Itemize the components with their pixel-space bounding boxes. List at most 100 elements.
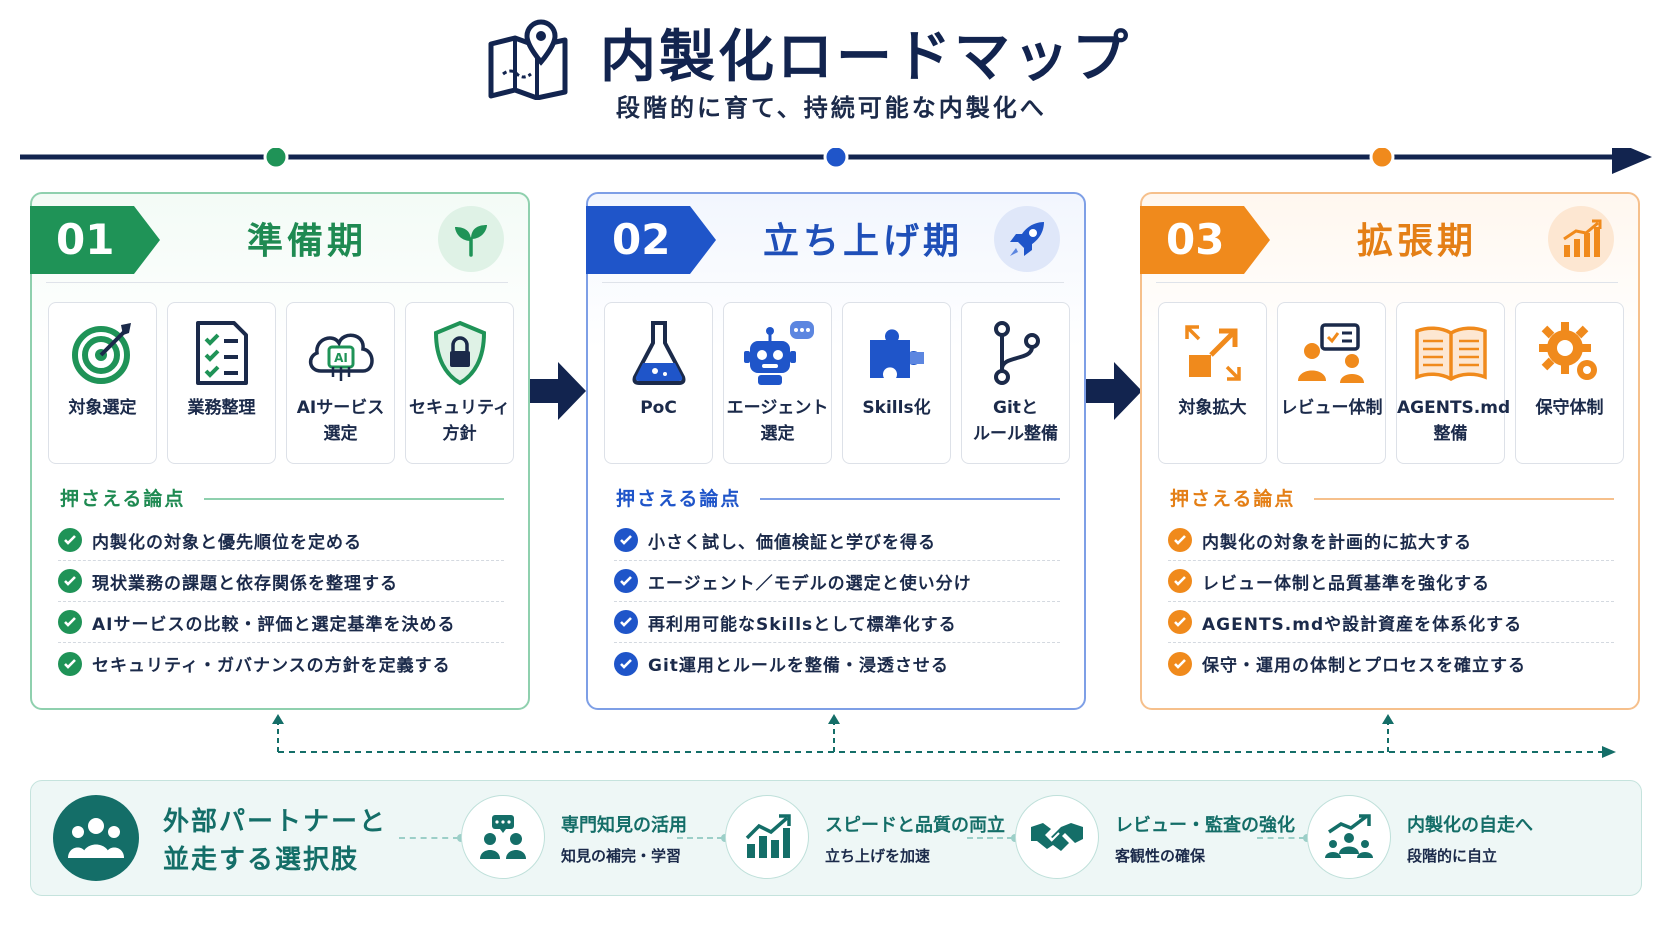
list-item: AIサービスの比較・評価と選定基準を決める bbox=[58, 602, 504, 643]
tile-ai-service-selection: AI AIサービス 選定 bbox=[286, 302, 395, 464]
benefit-title: スピードと品質の両立 bbox=[825, 815, 1005, 836]
ai-cloud-icon: AI bbox=[287, 317, 394, 389]
divider bbox=[1156, 282, 1618, 283]
point-text: エージェント／モデルの選定と使い分け bbox=[648, 573, 972, 594]
tile-review-structure: レビュー体制 bbox=[1277, 302, 1386, 464]
tile-label: 保守体制 bbox=[1535, 398, 1604, 418]
points-heading: 押さえる論点 bbox=[60, 488, 186, 510]
tile-label: セキュリティ 方針 bbox=[409, 398, 510, 444]
list-item: エージェント／モデルの選定と使い分け bbox=[614, 561, 1060, 602]
point-text: 現状業務の課題と依存関係を整理する bbox=[92, 573, 398, 594]
tile-target-expansion: 対象拡大 bbox=[1158, 302, 1267, 464]
open-book-icon bbox=[1397, 317, 1504, 389]
tile-label: 対象選定 bbox=[68, 398, 137, 418]
timeline-dot-phase1 bbox=[263, 148, 289, 170]
benefit-title: レビュー・監査の強化 bbox=[1115, 815, 1295, 836]
points-divider bbox=[760, 498, 1060, 500]
partner-title: 外部パートナーと 並走する選択肢 bbox=[163, 803, 387, 879]
points-list: 内製化の対象を計画的に拡大する レビュー体制と品質基準を強化する AGENTS.… bbox=[1168, 520, 1614, 684]
sprout-icon bbox=[438, 206, 504, 272]
points-divider bbox=[204, 498, 504, 500]
timeline-dot-phase2 bbox=[823, 148, 849, 170]
check-icon bbox=[614, 651, 638, 676]
flask-icon bbox=[605, 317, 712, 389]
checklist-icon bbox=[168, 317, 275, 389]
list-item: 保守・運用の体制とプロセスを確立する bbox=[1168, 643, 1614, 684]
phase-number-badge: 02 bbox=[586, 206, 716, 274]
tile-label: エージェント 選定 bbox=[726, 398, 829, 444]
tile-business-organizing: 業務整理 bbox=[167, 302, 276, 464]
handshake-icon bbox=[1015, 795, 1099, 879]
arrow-right-icon bbox=[1086, 362, 1142, 420]
point-text: レビュー体制と品質基準を強化する bbox=[1202, 573, 1490, 594]
partner-connector bbox=[272, 714, 1616, 758]
phase-card-2: 02 立ち上げ期 PoC bbox=[586, 192, 1086, 710]
dashed-connector bbox=[967, 834, 1019, 842]
robot-icon bbox=[724, 317, 831, 389]
benefit-title: 専門知見の活用 bbox=[561, 815, 687, 836]
points-heading: 押さえる論点 bbox=[616, 488, 742, 510]
tile-label: レビュー体制 bbox=[1280, 398, 1383, 418]
partner-title-line2: 並走する選択肢 bbox=[163, 845, 360, 875]
check-icon bbox=[614, 610, 638, 634]
divider bbox=[602, 282, 1064, 283]
check-icon bbox=[58, 610, 82, 634]
tile-maintenance: 保守体制 bbox=[1515, 302, 1624, 464]
point-text: 内製化の対象と優先順位を定める bbox=[92, 532, 362, 553]
tile-poc: PoC bbox=[604, 302, 713, 464]
check-icon bbox=[1168, 569, 1192, 593]
check-icon bbox=[58, 569, 82, 593]
point-text: 再利用可能なSkillsとして標準化する bbox=[648, 614, 957, 635]
check-icon bbox=[1168, 651, 1192, 676]
phase-number-badge: 03 bbox=[1140, 206, 1270, 274]
tile-label: AGENTS.md 整備 bbox=[1397, 398, 1511, 444]
tile-target-selection: 対象選定 bbox=[48, 302, 157, 464]
timeline-dot-phase3 bbox=[1369, 148, 1395, 170]
phase-card-1: 01 準備期 対象選定 bbox=[30, 192, 530, 710]
puzzle-icon bbox=[843, 317, 950, 389]
benefit-subtitle: 立ち上げを加速 bbox=[825, 847, 931, 865]
phase-title: 立ち上げ期 bbox=[762, 221, 963, 262]
tile-label: PoC bbox=[640, 398, 677, 418]
header: 内製化ロードマップ 段階的に育て、持続可能な内製化へ bbox=[0, 0, 1672, 130]
tile-security-policy: セキュリティ 方針 bbox=[405, 302, 514, 464]
list-item: 現状業務の課題と依存関係を整理する bbox=[58, 561, 504, 602]
phase-title: 拡張期 bbox=[1356, 221, 1477, 262]
check-icon bbox=[1168, 610, 1192, 634]
list-item: 再利用可能なSkillsとして標準化する bbox=[614, 602, 1060, 643]
point-text: AGENTS.mdや設計資産を体系化する bbox=[1202, 614, 1523, 635]
benefit-subtitle: 知見の補完・学習 bbox=[561, 847, 682, 865]
list-item: AGENTS.mdや設計資産を体系化する bbox=[1168, 602, 1614, 643]
benefit-subtitle: 段階的に自立 bbox=[1407, 847, 1498, 865]
map-pin-icon bbox=[488, 19, 568, 100]
point-text: セキュリティ・ガバナンスの方針を定義する bbox=[92, 656, 451, 676]
points-heading: 押さえる論点 bbox=[1170, 488, 1296, 510]
points-list: 小さく試し、価値検証と学びを得る エージェント／モデルの選定と使い分け 再利用可… bbox=[614, 520, 1060, 684]
list-item: 小さく試し、価値検証と学びを得る bbox=[614, 520, 1060, 561]
benefit-title: 内製化の自走へ bbox=[1407, 815, 1533, 836]
consult-icon bbox=[461, 795, 545, 879]
check-icon bbox=[614, 528, 638, 552]
check-icon bbox=[614, 569, 638, 593]
check-icon bbox=[58, 528, 82, 552]
expand-icon bbox=[1159, 317, 1266, 389]
review-people-icon bbox=[1278, 317, 1385, 389]
phase-tiles: PoC エージェント 選定 bbox=[604, 302, 1070, 464]
dashed-connector bbox=[399, 834, 465, 842]
phase-tiles: 対象拡大 レビュー体制 bbox=[1158, 302, 1624, 464]
point-text: AIサービスの比較・評価と選定基準を決める bbox=[92, 614, 456, 635]
points-list: 内製化の対象と優先順位を定める 現状業務の課題と依存関係を整理する AIサービス… bbox=[58, 520, 504, 684]
target-icon bbox=[49, 317, 156, 389]
timeline bbox=[20, 148, 1652, 174]
tile-agent-selection: エージェント 選定 bbox=[723, 302, 832, 464]
list-item: 内製化の対象と優先順位を定める bbox=[58, 520, 504, 561]
tile-label: 業務整理 bbox=[187, 398, 256, 418]
phase-title: 準備期 bbox=[246, 221, 367, 262]
check-icon bbox=[1168, 528, 1192, 552]
point-text: 内製化の対象を計画的に拡大する bbox=[1202, 532, 1472, 553]
list-item: Git運用とルールを整備・浸透させる bbox=[614, 643, 1060, 684]
arrow-right-icon bbox=[530, 362, 586, 420]
shield-lock-icon bbox=[406, 317, 513, 389]
partner-title-line1: 外部パートナーと bbox=[163, 807, 388, 837]
dashed-connector bbox=[677, 834, 729, 842]
